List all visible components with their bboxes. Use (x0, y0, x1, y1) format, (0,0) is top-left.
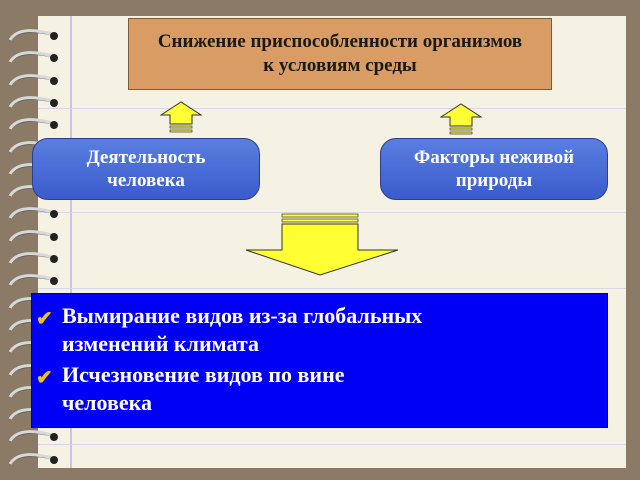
spiral-coil-icon (8, 29, 58, 42)
consequence-1-line2: изменений климата (62, 331, 259, 356)
consequence-2-line2: человека (62, 390, 152, 415)
up-arrow-left-icon (160, 101, 202, 133)
spiral-coil-icon (8, 252, 58, 265)
consequence-2-line1: Исчезновение видов по вине (62, 362, 345, 387)
factor-human-line1: Деятельность (86, 147, 206, 168)
spiral-coil-icon (8, 452, 58, 465)
margin-line (70, 16, 72, 468)
ruled-line (38, 288, 626, 289)
ruled-line (38, 108, 626, 109)
factor-abiotic-line2: природы (455, 170, 533, 191)
ruled-line (38, 444, 626, 445)
factor-human-line2: человека (107, 170, 185, 191)
down-arrow-icon (245, 213, 399, 276)
spiral-coil-icon (8, 430, 58, 443)
outcome-box: Снижение приспособленности организмов к … (128, 18, 552, 90)
consequences-box: ✔ Вымирание видов из-за глобальных измен… (31, 293, 608, 428)
spiral-coil-icon (8, 207, 58, 220)
spiral-coil-icon (8, 73, 58, 86)
ruled-line (38, 212, 626, 213)
spiral-coil-icon (8, 274, 58, 287)
factor-box-abiotic: Факторы неживой природы (380, 138, 608, 200)
spiral-coil-icon (8, 229, 58, 242)
up-arrow-right-icon (440, 103, 482, 135)
consequence-item: ✔ Исчезновение видов по вине человека (36, 361, 597, 417)
consequence-1-line1: Вымирание видов из-за глобальных (62, 303, 423, 328)
spiral-coil-icon (8, 96, 58, 109)
outcome-title-line1: Снижение приспособленности организмов (157, 31, 523, 52)
outcome-title-line2: к условиям среды (263, 55, 417, 76)
factor-abiotic-line1: Факторы неживой (413, 147, 575, 168)
checkmark-icon: ✔ (36, 367, 53, 389)
spiral-coil-icon (8, 118, 58, 131)
spiral-coil-icon (8, 51, 58, 64)
consequence-item: ✔ Вымирание видов из-за глобальных измен… (36, 302, 597, 358)
checkmark-icon: ✔ (36, 308, 53, 330)
factor-box-human: Деятельность человека (32, 138, 260, 200)
